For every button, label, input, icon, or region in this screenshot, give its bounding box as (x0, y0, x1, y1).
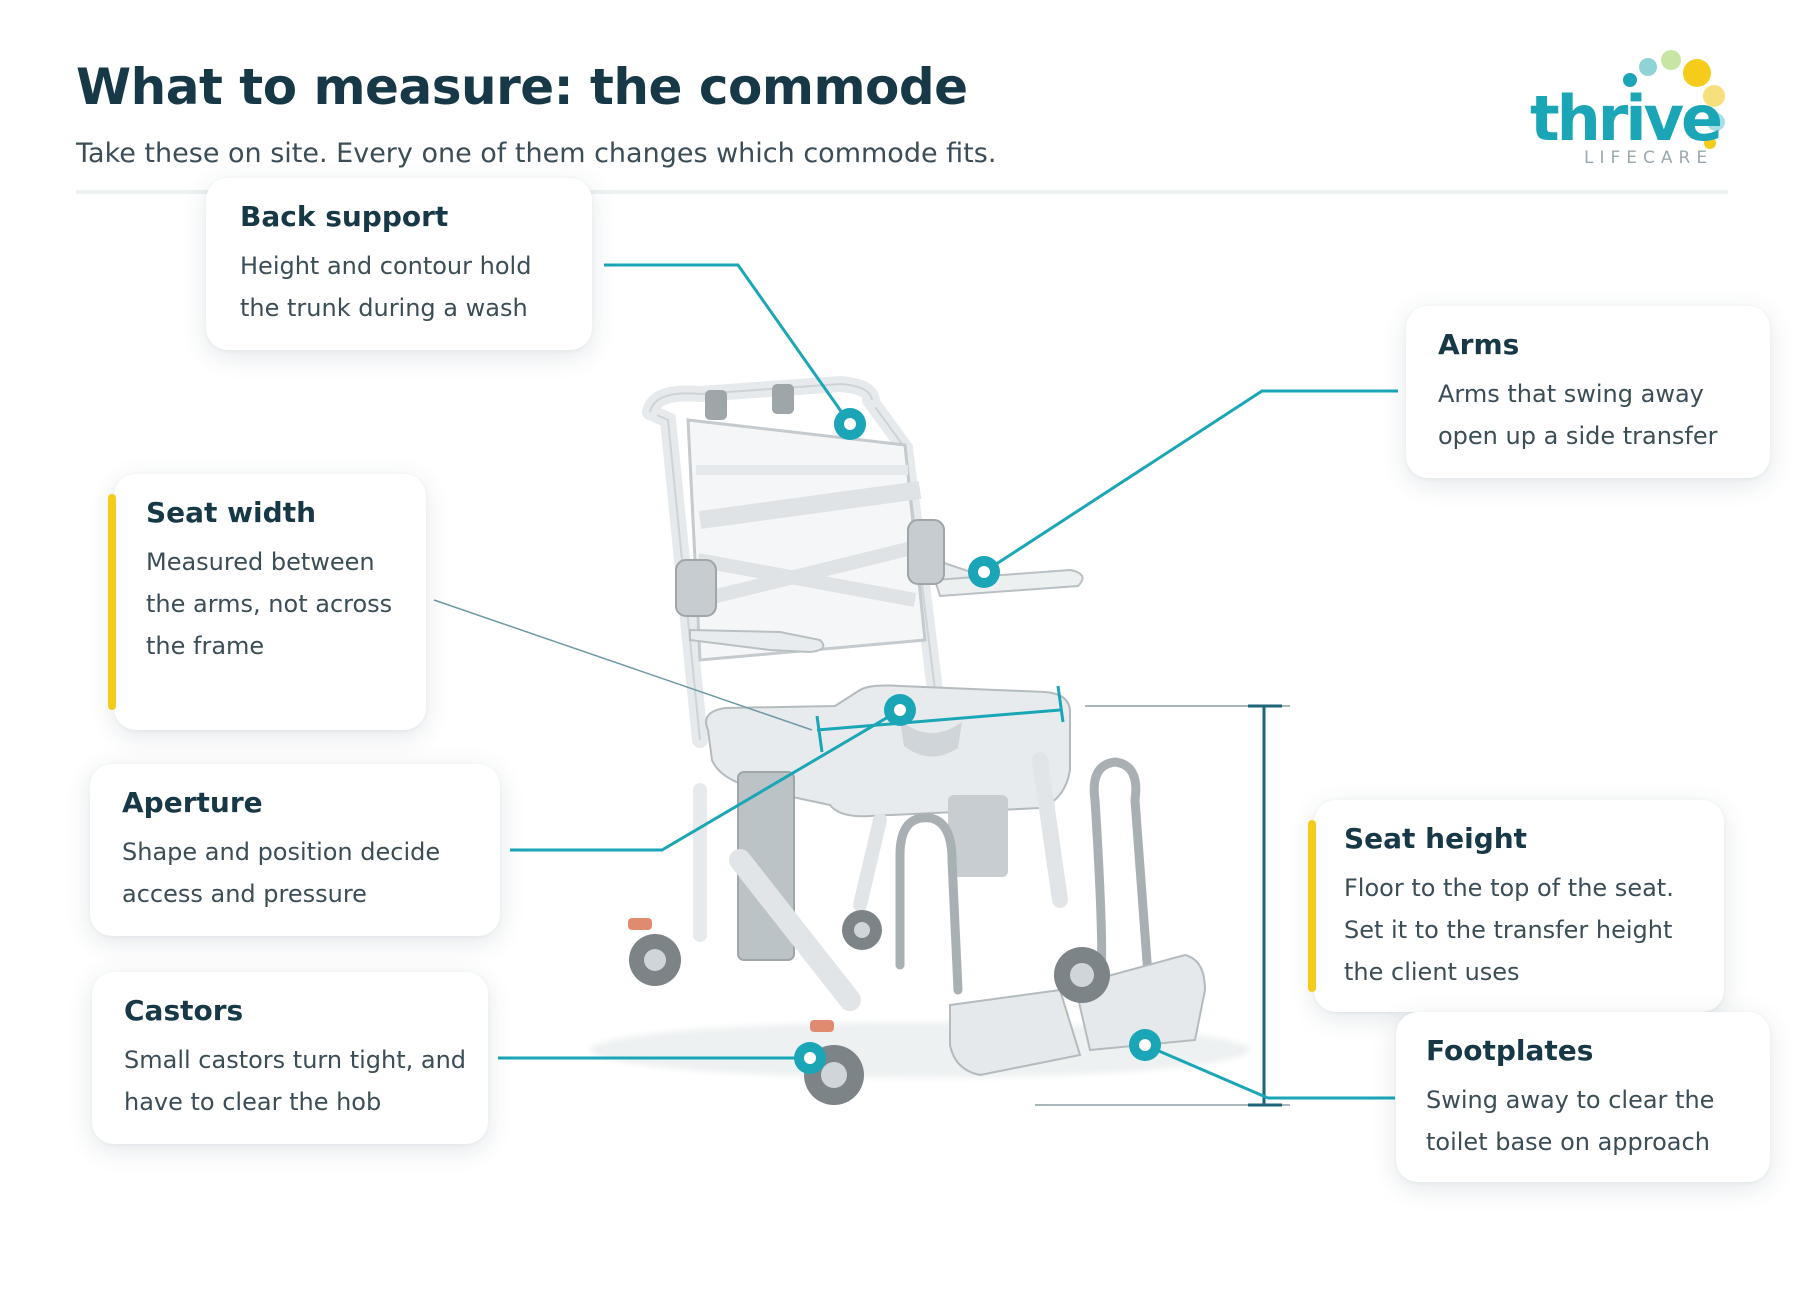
callout-seat-width-title: Seat width (146, 496, 317, 529)
callout-back-support-body: Height and contour hold the trunk during… (240, 252, 532, 322)
callout-castors-body: Small castors turn tight, and have to cl… (124, 1046, 467, 1116)
callout-aperture-body: Shape and position decide access and pre… (122, 838, 441, 908)
logo-wordmark: thrive (1530, 82, 1723, 155)
callout-seat-width: Seat width Measured between the arms, no… (108, 474, 426, 730)
callout-aperture: Aperture Shape and position decide acces… (90, 764, 500, 936)
marker-back-support (834, 408, 866, 440)
footplates-leader (1144, 1043, 1395, 1100)
callout-footplates-title: Footplates (1426, 1034, 1594, 1067)
header-divider (76, 190, 1728, 194)
aperture-leader (510, 708, 901, 852)
page-subtitle: Take these on site. Every one of them ch… (76, 138, 997, 169)
callout-back-support-title: Back support (240, 200, 449, 233)
callout-footplates-body: Swing away to clear the toilet base on a… (1426, 1086, 1715, 1156)
marker-aperture (884, 694, 916, 726)
front-right-castor (1054, 947, 1110, 1003)
rear-left-castor (628, 918, 681, 986)
callout-castors: Castors Small castors turn tight, and ha… (92, 972, 488, 1144)
seat-width-indicator (815, 685, 1065, 753)
marker-footplates (1129, 1029, 1161, 1061)
callout-seat-height-title: Seat height (1344, 822, 1528, 855)
rear-right-castor (842, 910, 882, 950)
callout-arms: Arms Arms that swing away open up a side… (1406, 306, 1770, 478)
callout-arms-title: Arms (1438, 328, 1520, 361)
page-title: What to measure: the commode (76, 58, 968, 116)
logo-subtitle: LIFECARE (1584, 148, 1714, 168)
callout-back-support: Back support Height and contour hold the… (206, 178, 592, 350)
commode-illustration (590, 375, 1250, 1105)
callout-seat-width-body: Measured between the arms, not across th… (146, 548, 393, 660)
logo-dots (1623, 50, 1725, 149)
callout-arms-body: Arms that swing away open up a side tran… (1438, 380, 1718, 450)
callout-aperture-title: Aperture (122, 786, 263, 819)
callout-castors-title: Castors (124, 994, 244, 1027)
callout-seat-height: Seat height Floor to the top of the seat… (1308, 800, 1724, 1012)
callout-footplates: Footplates Swing away to clear the toile… (1396, 1012, 1770, 1182)
arms-leader (983, 389, 1398, 574)
back-support-leader (604, 263, 852, 425)
callout-seat-height-body: Floor to the top of the seat. Set it to … (1344, 874, 1674, 986)
thrive-lifecare-logo: thrive LIFECARE (1520, 46, 1750, 176)
seat-width-leader (433, 599, 813, 731)
leader-lines (498, 263, 1398, 1100)
seat-height-indicator (1035, 704, 1290, 1107)
marker-castors (794, 1042, 826, 1074)
marker-arms (968, 556, 1000, 588)
